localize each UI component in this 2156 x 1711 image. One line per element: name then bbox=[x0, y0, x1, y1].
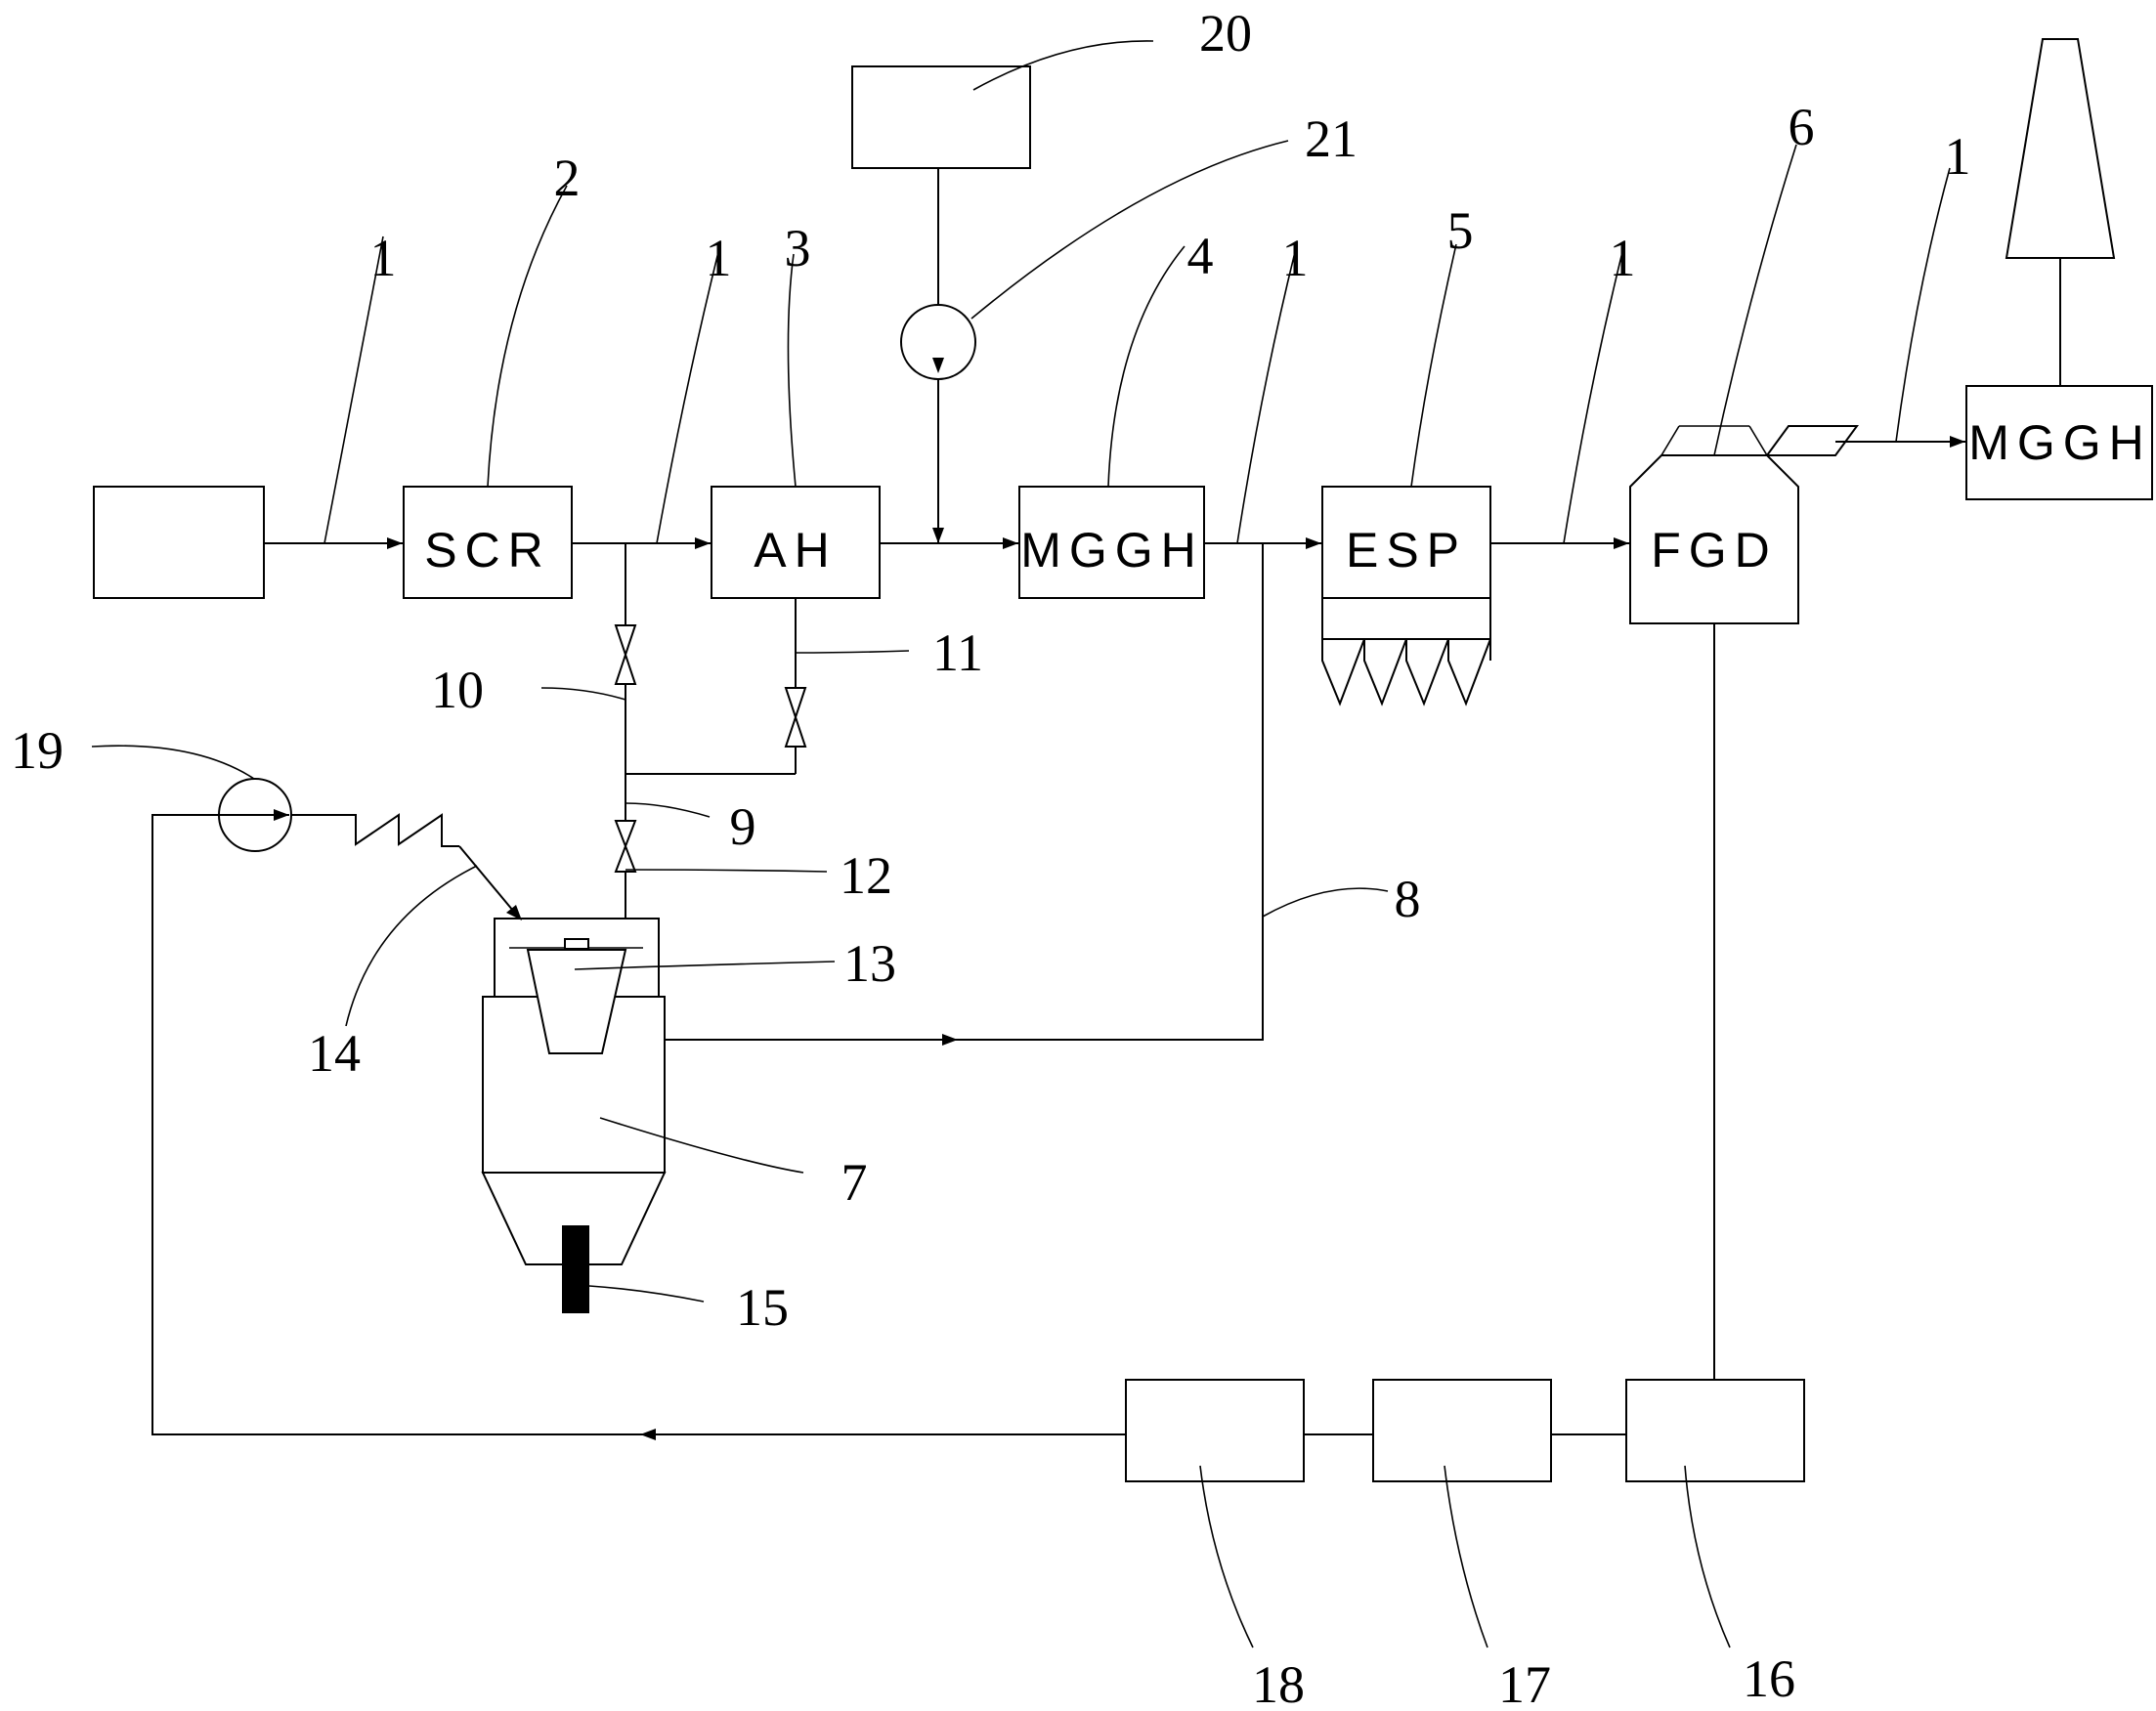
callout-9: 9 bbox=[730, 797, 756, 856]
heater-14 bbox=[291, 813, 459, 847]
valve-11 bbox=[784, 687, 807, 721]
mggh-label: MGGH bbox=[1020, 523, 1204, 577]
ah-box: AH bbox=[711, 486, 881, 599]
esp-hopper-frame bbox=[1321, 597, 1491, 640]
valve-10 bbox=[614, 624, 637, 659]
esp-box: ESP bbox=[1321, 486, 1491, 706]
arrow-return bbox=[640, 1429, 656, 1440]
callout-6: 6 bbox=[1789, 98, 1815, 156]
fgd-box: FGD bbox=[1629, 425, 1859, 624]
mggh-reheater-box: MGGH bbox=[1965, 385, 2153, 500]
callout-2: 2 bbox=[554, 149, 581, 207]
boiler-box bbox=[93, 486, 265, 599]
callout-3: 3 bbox=[785, 219, 811, 278]
line-8 bbox=[665, 543, 1264, 1041]
callout-10: 10 bbox=[431, 661, 484, 719]
callout-5: 5 bbox=[1447, 201, 1474, 260]
callout-labels: 1 1 1 1 1 2 3 4 5 6 7 8 9 10 11 12 13 14… bbox=[11, 4, 1971, 1711]
arrow-to-mggh-reheater bbox=[1950, 436, 1965, 448]
mggh-box: MGGH bbox=[1018, 486, 1205, 599]
callout-21: 21 bbox=[1305, 109, 1358, 168]
callout-13: 13 bbox=[843, 934, 896, 993]
ah-label: AH bbox=[754, 523, 837, 577]
return-line bbox=[151, 814, 1126, 1435]
mggh-reheater-label: MGGH bbox=[1968, 415, 2152, 470]
callout-17: 17 bbox=[1498, 1655, 1551, 1711]
arrow-to-ah bbox=[695, 537, 711, 549]
callout-20: 20 bbox=[1199, 4, 1252, 63]
callout-1d: 1 bbox=[1610, 229, 1636, 287]
callout-1a: 1 bbox=[370, 229, 397, 287]
callout-11: 11 bbox=[932, 623, 983, 682]
fgd-outlet-duct bbox=[1765, 425, 1859, 456]
fgd-label: FGD bbox=[1651, 523, 1778, 577]
dryer-cone bbox=[481, 1172, 667, 1265]
callout-4: 4 bbox=[1187, 227, 1214, 285]
arrow-injection bbox=[932, 528, 944, 543]
callout-18: 18 bbox=[1252, 1655, 1305, 1711]
arrow-to-mggh bbox=[1003, 537, 1018, 549]
esp-hoppers bbox=[1321, 638, 1491, 706]
callout-12: 12 bbox=[840, 846, 892, 905]
callout-19: 19 bbox=[11, 721, 64, 780]
callout-15: 15 bbox=[736, 1278, 789, 1337]
arrow-line-8 bbox=[942, 1034, 958, 1046]
callout-1c: 1 bbox=[1282, 229, 1309, 287]
box-16 bbox=[1625, 1379, 1805, 1482]
callout-16: 16 bbox=[1743, 1649, 1795, 1708]
atomizer-13 bbox=[526, 949, 627, 1054]
chimney-stack bbox=[2005, 38, 2116, 259]
box-18 bbox=[1125, 1379, 1305, 1482]
callout-1b: 1 bbox=[706, 229, 732, 287]
callout-14: 14 bbox=[308, 1024, 361, 1083]
arrow-to-fgd bbox=[1614, 537, 1629, 549]
arrow-to-scr bbox=[387, 537, 403, 549]
pump-21 bbox=[900, 304, 976, 380]
scr-box: SCR bbox=[403, 486, 573, 599]
callout-8: 8 bbox=[1395, 870, 1421, 928]
box-17 bbox=[1372, 1379, 1552, 1482]
callout-1e: 1 bbox=[1945, 127, 1971, 186]
callout-7: 7 bbox=[841, 1153, 868, 1212]
scr-label: SCR bbox=[424, 523, 551, 577]
box-20 bbox=[851, 65, 1031, 169]
discharge-15 bbox=[562, 1225, 589, 1313]
valve-12 bbox=[614, 820, 637, 849]
esp-label: ESP bbox=[1346, 523, 1467, 577]
arrow-to-esp bbox=[1306, 537, 1321, 549]
